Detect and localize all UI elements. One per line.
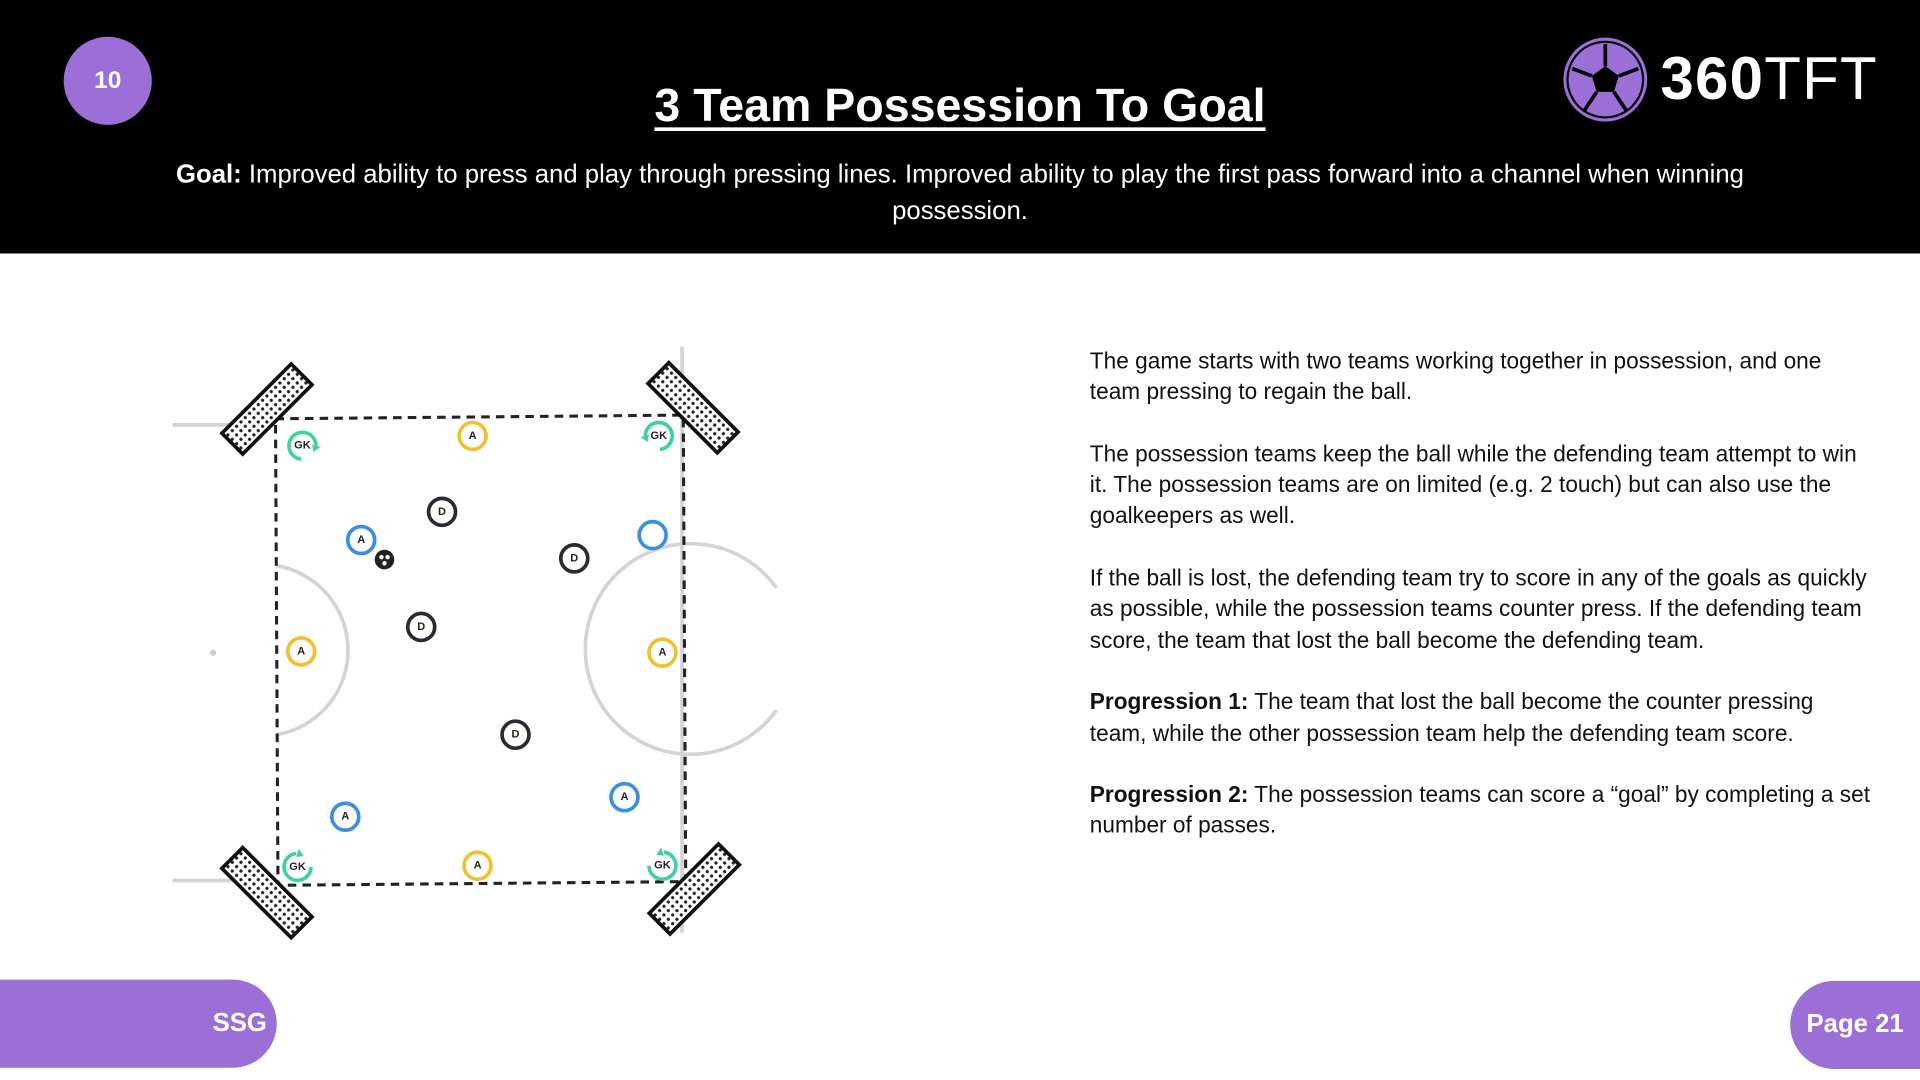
description-paragraph: If the ball is lost, the defending team … (1089, 564, 1867, 653)
svg-text:GK: GK (651, 430, 668, 442)
goalkeeper: GK (647, 847, 678, 881)
blue-attacker: A (609, 781, 640, 813)
page-title: 3 Team Possession To Goal (654, 80, 1266, 133)
pitch-markings (172, 346, 778, 934)
svg-text:A: A (357, 534, 365, 546)
defender: D (426, 496, 458, 528)
category-tab: SSG (0, 979, 277, 1068)
goalkeeper: GK (640, 420, 675, 452)
svg-text:A: A (621, 791, 629, 803)
page-number: Page 21 (1790, 980, 1920, 1069)
goal-bottom-left (219, 845, 315, 941)
yellow-attacker: A (285, 636, 317, 667)
svg-text:D: D (570, 552, 578, 564)
goal-label: Goal: (176, 160, 242, 189)
description-paragraph: The game starts with two teams working t… (1089, 347, 1822, 405)
header-bar: 10 3 Team Possession To Goal 360TFT Goal… (0, 0, 1920, 254)
yellow-attacker: A (647, 637, 678, 668)
goal-text: Improved ability to press and play throu… (241, 160, 1744, 226)
svg-text:A: A (658, 647, 666, 659)
goal-top-right (645, 360, 741, 456)
progression-1: Progression 1: The team that lost the ba… (1089, 688, 1814, 746)
svg-text:A: A (469, 430, 477, 442)
blue-player-empty (637, 519, 668, 551)
drill-number-badge: 10 (63, 36, 152, 125)
svg-text:A: A (474, 860, 482, 872)
svg-text:GK: GK (289, 861, 306, 873)
svg-text:GK: GK (654, 860, 671, 872)
blue-attacker: A (345, 524, 377, 556)
drill-description: The game starts with two teams working t… (1090, 345, 1874, 872)
goal-top-left (219, 361, 315, 457)
defender: D (500, 719, 531, 751)
goalkeeper: GK (287, 430, 321, 462)
goal-statement: Goal: Improved ability to press and play… (135, 157, 1786, 230)
defender: D (558, 543, 590, 574)
goalkeeper: GK (282, 848, 313, 883)
svg-text:D: D (438, 506, 446, 518)
defender: D (405, 611, 437, 643)
svg-text:GK: GK (294, 440, 311, 452)
progression-2: Progression 2: The possession teams can … (1089, 781, 1871, 839)
description-paragraph: The possession teams keep the ball while… (1089, 440, 1857, 529)
soccer-ball-icon (1563, 37, 1648, 122)
blue-attacker: A (330, 801, 361, 833)
goal-bottom-right (646, 841, 742, 937)
svg-text:A: A (297, 645, 305, 657)
yellow-attacker: A (462, 850, 493, 882)
logo: 360TFT (1562, 37, 1877, 123)
yellow-attacker: A (457, 420, 488, 452)
penalty-spot (210, 649, 217, 656)
drill-diagram: A A A A A A A D D D D GK GK GK GK (172, 346, 778, 941)
logo-text: 360TFT (1660, 46, 1878, 113)
svg-text:D: D (417, 621, 425, 633)
svg-text:A: A (341, 811, 349, 823)
svg-text:D: D (512, 729, 520, 741)
ball-icon (374, 549, 395, 570)
